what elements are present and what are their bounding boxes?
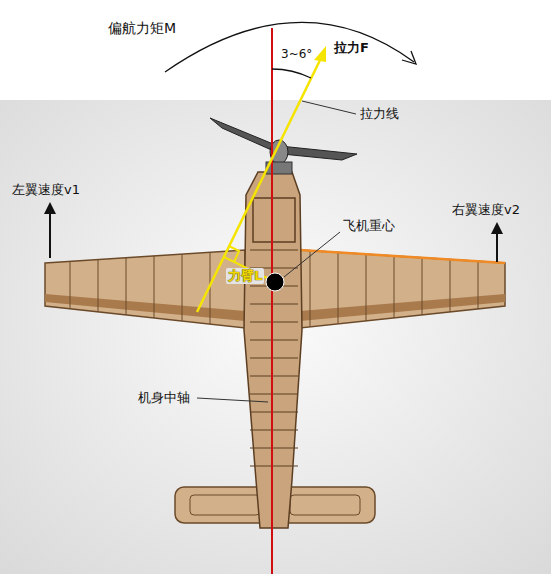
wing-rib [310,251,311,327]
right-angle-mark [229,246,239,262]
wing-rib [422,258,423,315]
thrust-arrowhead [314,46,326,62]
axis-label: 机身中轴 [138,390,190,406]
fuselage-frame [250,250,298,251]
velocity-label: 右翼速度v2 [452,202,520,218]
wing-rib [450,260,451,312]
wing-rib [478,261,479,309]
fuselage-axis [271,28,273,574]
center-of-gravity [266,273,284,291]
left-spar [45,294,245,321]
leading-edge [300,250,505,263]
elevator-frame [290,495,360,515]
wing-rib [98,260,99,312]
thrust-line-label: 拉力线 [360,106,399,122]
background-panel [0,100,551,574]
velocity-label: 左翼速度v1 [12,182,80,198]
wing-rib [70,261,71,308]
fuselage-frame [250,466,298,467]
right-wing [300,250,505,328]
fuselage-frame [250,340,298,341]
velocity-arrowhead [491,222,503,234]
velocity-arrowhead [44,202,56,214]
cg-label: 飞机重心 [343,218,395,234]
cockpit-frame [253,198,295,242]
left-wing [45,250,245,328]
wing-rib [154,256,155,318]
right-spar [300,294,505,321]
fuselage-frame [250,430,298,431]
propeller-blade [280,146,357,160]
fuselage-frame [250,448,298,449]
leader-line [302,101,356,114]
yaw-arrowhead [402,51,416,64]
propeller-blade [210,118,278,152]
wing-rib [338,252,339,324]
elevator-frame [190,495,260,515]
force-label: 拉力F [334,40,369,56]
leader-line [197,398,268,402]
thrust-line [197,54,323,312]
wing-rib [182,254,183,321]
wing-rib [366,254,367,321]
arm-label: 力臂L [226,268,264,284]
fuselage-frame [250,394,298,395]
leader-line [284,232,340,277]
fuselage-frame [250,322,298,323]
fuselage-frame [250,304,298,305]
fuselage-frame [250,358,298,359]
fuselage-frame [250,412,298,413]
angle-label: 3~6° [281,46,312,62]
moment-label: 偏航力矩M [108,20,176,36]
fuselage-frame [250,376,298,377]
angle-arc [272,69,311,78]
wing-rib [394,256,395,318]
yaw-arc [165,22,414,72]
wing-rib [126,258,127,315]
